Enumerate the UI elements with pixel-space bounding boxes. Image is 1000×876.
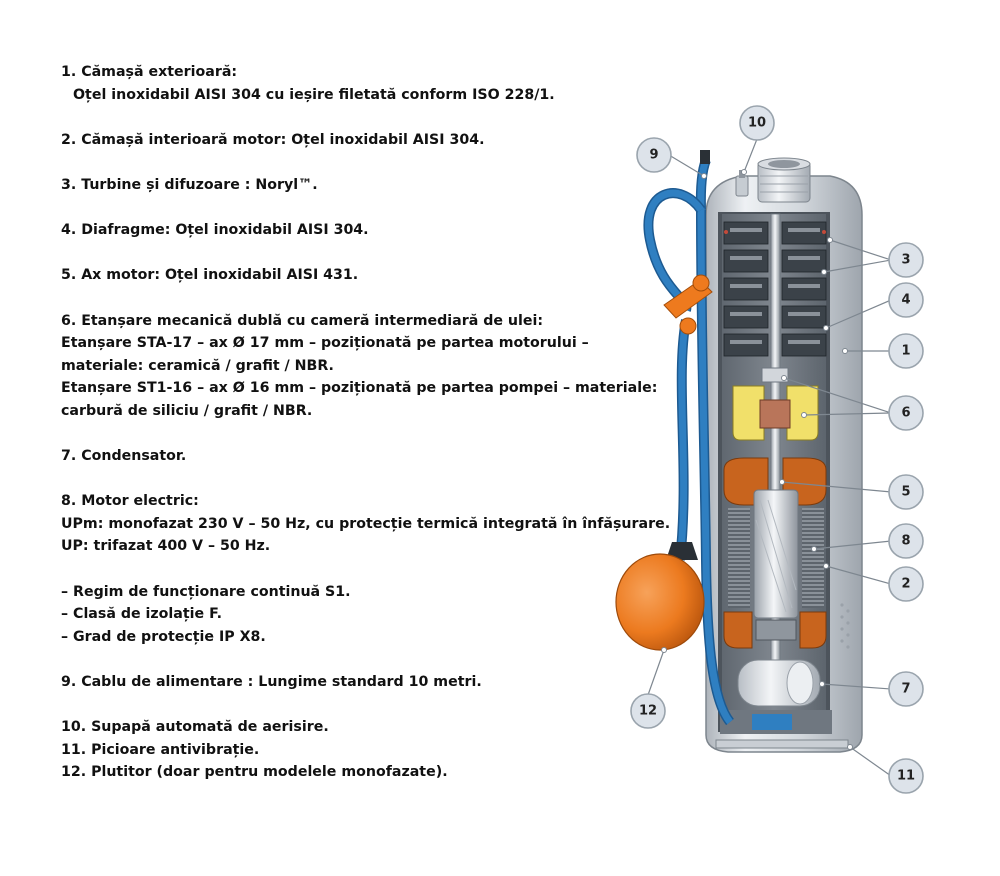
item-6-line-3: Etanșare ST1-16 – ax Ø 16 mm – poziționa… <box>61 380 658 397</box>
capacitor <box>737 659 821 707</box>
power-cable <box>643 150 735 726</box>
callout-6-label: 6 <box>901 406 910 421</box>
item-8-line-1: UPm: monofazat 230 V – 50 Hz, cu protecț… <box>61 515 671 532</box>
item-11: 11. Picioare antivibrație. <box>61 741 260 758</box>
callout-9-label: 9 <box>649 148 658 163</box>
float-switch <box>615 542 705 651</box>
turbine-stages <box>723 221 827 357</box>
protection-line: – Grad de protecție IP X8. <box>61 628 266 645</box>
callout-11: 11 <box>888 758 924 794</box>
callout-2: 2 <box>888 566 924 602</box>
item-1-title: 1. Cămașă exterioară: <box>61 64 238 80</box>
callout-11-label: 11 <box>897 769 915 784</box>
item-8-line-2: UP: trifazat 400 V – 50 Hz. <box>61 538 271 555</box>
callout-7-label: 7 <box>901 682 910 697</box>
callout-4: 4 <box>888 282 924 318</box>
callout-10: 10 <box>739 105 775 141</box>
item-8-title: 8. Motor electric: <box>61 493 199 510</box>
item-5: 5. Ax motor: Oțel inoxidabil AISI 431. <box>61 267 359 284</box>
pump-base <box>720 710 832 734</box>
item-7: 7. Condensator. <box>61 448 187 465</box>
item-9: 9. Cablu de alimentare : Lungime standar… <box>61 674 482 691</box>
threaded-outlet <box>757 157 811 203</box>
item-1-detail: Oțel inoxidabil AISI 304 cu ieșire filet… <box>73 86 555 103</box>
callout-12-label: 12 <box>639 704 657 719</box>
callout-10-label: 10 <box>748 116 766 131</box>
item-6-line-4: carbură de siliciu / grafit / NBR. <box>61 402 313 419</box>
item-6-line-2: materiale: ceramică / grafit / NBR. <box>61 357 334 374</box>
callout-4-label: 4 <box>901 293 910 308</box>
item-4: 4. Diafragme: Oțel inoxidabil AISI 304. <box>61 222 369 239</box>
item-2: 2. Cămașă interioară motor: Oțel inoxida… <box>61 131 485 148</box>
leader-lines <box>647 138 892 777</box>
item-12: 12. Plutitor (doar pentru modelele monof… <box>61 764 448 781</box>
jacket-vent-holes <box>840 603 850 649</box>
callout-3-label: 3 <box>901 253 910 268</box>
callout-6: 6 <box>888 395 924 431</box>
callout-5-label: 5 <box>901 485 910 500</box>
callout-7: 7 <box>888 671 924 707</box>
stator-windings <box>728 508 824 608</box>
callout-12: 12 <box>630 693 666 729</box>
callout-5: 5 <box>888 474 924 510</box>
lower-winding-heads <box>723 611 827 649</box>
component-list: 1. Cămașă exterioară: Oțel inoxidabil AI… <box>61 61 671 784</box>
callout-8: 8 <box>888 523 924 559</box>
item-6-line-1: Etanșare STA-17 – ax Ø 17 mm – poziționa… <box>61 335 589 352</box>
anti-vibration-feet <box>715 739 849 749</box>
callout-2-label: 2 <box>901 577 910 592</box>
callout-1: 1 <box>888 333 924 369</box>
item-6-title: 6. Etanșare mecanică dublă cu cameră int… <box>61 312 544 329</box>
callout-8-label: 8 <box>901 534 910 549</box>
insulation-line: – Clasă de izolație F. <box>61 606 223 623</box>
callout-1-label: 1 <box>901 344 910 359</box>
regime-line: – Regim de funcționare continuă S1. <box>61 583 351 600</box>
callout-9: 9 <box>636 137 672 173</box>
rotor <box>753 489 799 619</box>
item-10: 10. Supapă automată de aerisire. <box>61 719 329 736</box>
callout-3: 3 <box>888 242 924 278</box>
item-3: 3. Turbine și difuzoare : Noryl™. <box>61 176 318 193</box>
cable-clamp <box>663 274 713 335</box>
